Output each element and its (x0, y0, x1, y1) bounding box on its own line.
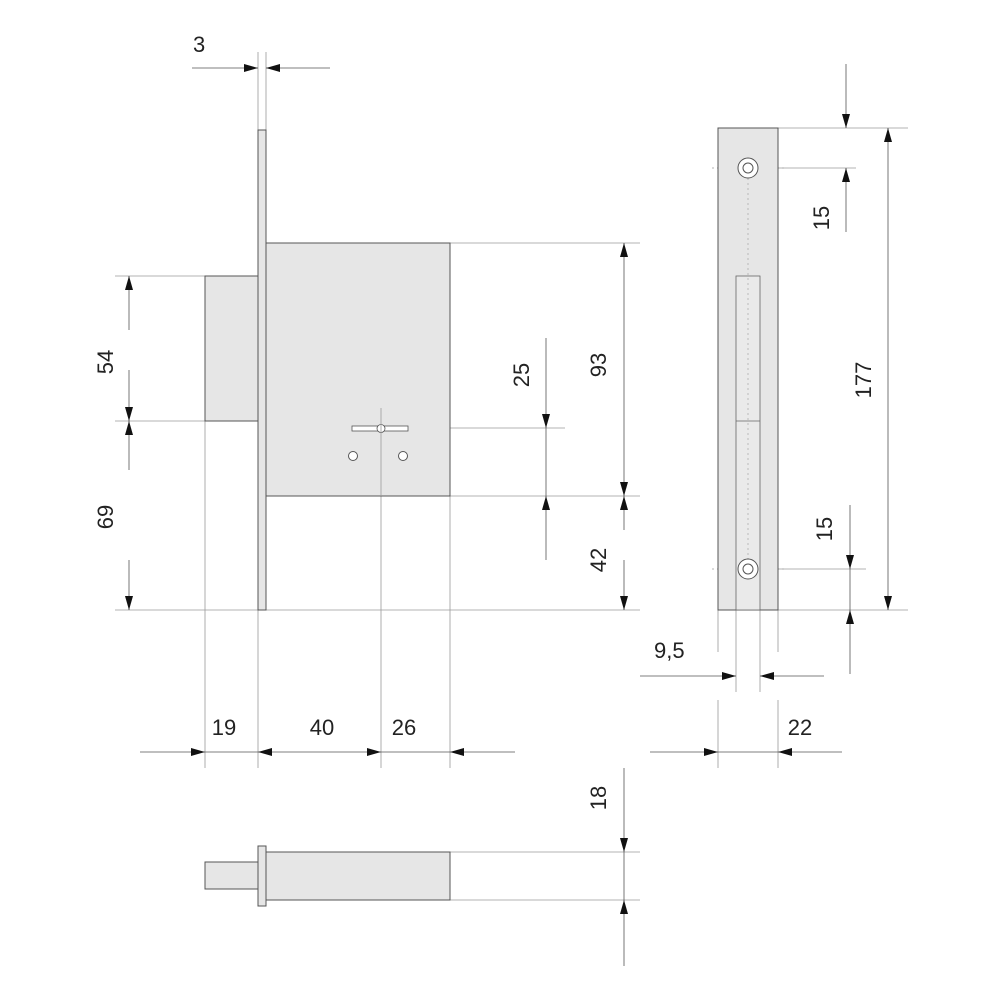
lock-case (265, 242, 451, 497)
dim-strike-width: 22 (650, 715, 842, 756)
dim-label-40: 40 (310, 715, 334, 740)
bolt-top-view (204, 861, 259, 890)
dim-strike-hole-top: 15 (809, 64, 850, 232)
dim-label-22: 22 (788, 715, 812, 740)
dim-label-18: 18 (586, 786, 611, 810)
case-top-view (265, 851, 451, 901)
front-view-dimensions: 3 54 69 25 93 (93, 32, 628, 756)
strike-plate-view (712, 127, 908, 768)
dim-case-depth: 18 (586, 768, 628, 966)
dim-label-26: 26 (392, 715, 416, 740)
dim-strike-slot-width: 9,5 (640, 638, 824, 680)
dim-label-93: 93 (586, 353, 611, 377)
dim-label-54: 54 (93, 350, 118, 374)
screw-hole-right (398, 451, 408, 461)
dim-horizontal-row: 19 40 26 (140, 715, 515, 756)
dim-keyhole-to-case-bottom: 25 (509, 338, 550, 560)
front-view (115, 52, 640, 768)
dim-bolt-height: 54 (93, 276, 133, 421)
dim-strike-total-height: 177 (851, 128, 892, 610)
dim-strike-hole-bottom: 15 (812, 505, 854, 674)
dim-label-15-bottom: 15 (812, 517, 837, 541)
dim-case-height: 93 (586, 243, 628, 496)
dim-bolt-to-bottom: 69 (93, 421, 133, 610)
top-view: 18 (204, 768, 640, 966)
dim-label-25: 25 (509, 363, 534, 387)
strike-screw-hole-top (737, 157, 759, 179)
dim-label-3: 3 (193, 32, 205, 57)
faceplate (257, 129, 267, 611)
dim-label-19: 19 (212, 715, 236, 740)
keyhole-icon (351, 424, 409, 433)
strike-plate-dimensions: 15 177 15 9,5 22 (640, 64, 892, 756)
dim-label-177: 177 (851, 362, 876, 399)
dim-label-42: 42 (586, 548, 611, 572)
dim-faceplate-thickness: 3 (192, 32, 330, 72)
dim-label-9-5: 9,5 (654, 638, 685, 663)
dim-label-69: 69 (93, 505, 118, 529)
faceplate-top-view (257, 845, 267, 907)
dim-label-15-top: 15 (809, 206, 834, 230)
dim-case-bottom-to-plate-bottom: 42 (586, 496, 628, 610)
strike-screw-hole-bottom (737, 558, 759, 580)
bolt (204, 275, 259, 422)
screw-hole-left (348, 451, 358, 461)
